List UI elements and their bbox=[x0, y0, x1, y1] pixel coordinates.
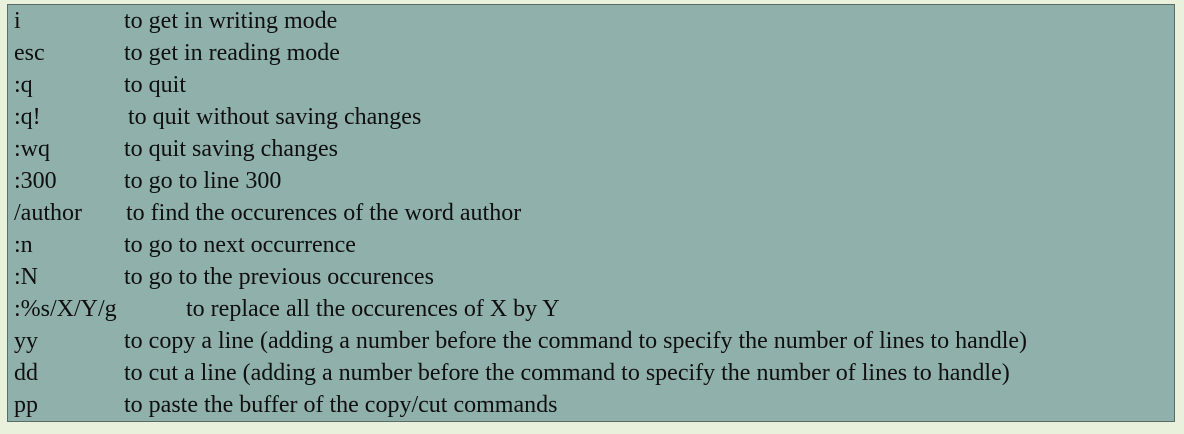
command-key: dd bbox=[14, 360, 38, 386]
command-description: to quit saving changes bbox=[124, 136, 338, 162]
command-description: to quit bbox=[124, 72, 187, 98]
command-description: to get in writing mode bbox=[124, 8, 338, 34]
command-key: :q bbox=[14, 72, 33, 98]
command-description: to find the occurences of the word autho… bbox=[126, 200, 522, 226]
command-key: :300 bbox=[14, 168, 57, 194]
command-key: :n bbox=[14, 232, 33, 258]
command-description: to go to next occurrence bbox=[124, 232, 356, 258]
command-description: to replace all the occurences of X by Y bbox=[186, 296, 560, 322]
command-description: to get in reading mode bbox=[124, 40, 340, 66]
command-description: to go to the previous occurences bbox=[124, 264, 434, 290]
command-description: to copy a line (adding a number before t… bbox=[124, 328, 1028, 354]
command-key: yy bbox=[14, 328, 38, 354]
command-description: to quit without saving changes bbox=[128, 104, 422, 130]
command-key: :q! bbox=[14, 104, 41, 130]
command-description: to paste the buffer of the copy/cut comm… bbox=[124, 392, 558, 418]
command-description: to cut a line (adding a number before th… bbox=[124, 360, 1010, 386]
command-key: esc bbox=[14, 40, 45, 66]
vi-commands-table: i to get in writing mode esc to get in r… bbox=[7, 4, 1175, 422]
command-key: /author bbox=[14, 200, 82, 226]
command-key: :%s/X/Y/g bbox=[14, 296, 117, 322]
command-key: pp bbox=[14, 392, 38, 418]
command-key: :N bbox=[14, 264, 38, 290]
command-description: to go to line 300 bbox=[124, 168, 282, 194]
command-key: :wq bbox=[14, 136, 50, 162]
command-key: i bbox=[14, 8, 21, 34]
